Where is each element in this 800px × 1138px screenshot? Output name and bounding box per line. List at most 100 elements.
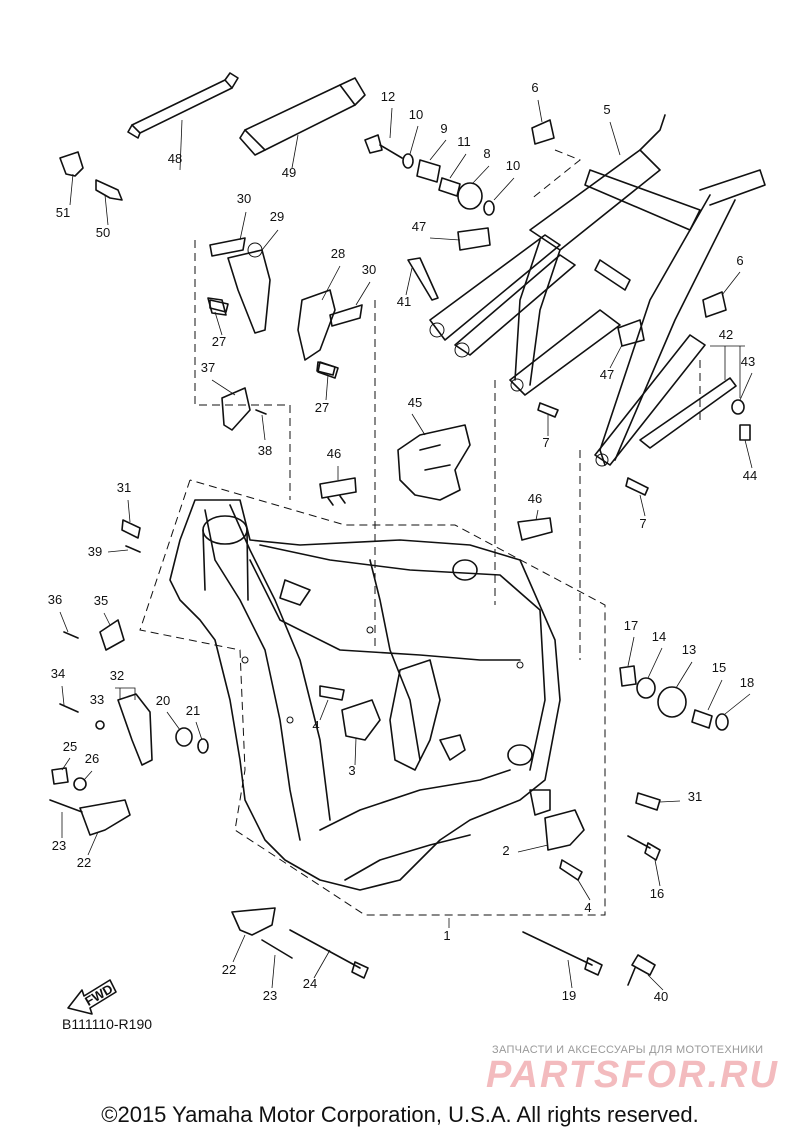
clamp-47a [457, 227, 491, 251]
collar-15 [691, 709, 713, 729]
bolt-7b [625, 477, 649, 496]
callout-numbers: 1234456677891010111213141516171819202122… [48, 80, 757, 1004]
diagram-reference-code: B111110-R190 [62, 1016, 153, 1032]
collar-11 [438, 177, 461, 197]
bolt-16 [627, 835, 661, 861]
callout-c5: 5 [603, 102, 610, 117]
nut-17 [619, 665, 637, 687]
bracket-22b [231, 907, 276, 936]
watermark-logo: PARTSFOR.RU [486, 1054, 779, 1096]
callout-c46a: 46 [327, 446, 341, 461]
callout-c13: 13 [682, 642, 696, 657]
callout-c30a: 30 [237, 191, 251, 206]
label-6a [531, 119, 555, 145]
callout-c41: 41 [397, 294, 411, 309]
callout-c3: 3 [348, 763, 355, 778]
bolt-27a [207, 297, 227, 316]
callout-c32: 32 [110, 668, 124, 683]
callout-c44: 44 [743, 468, 757, 483]
bolt-51 [59, 151, 84, 177]
collar-20 [175, 727, 193, 747]
callout-c1: 1 [443, 928, 450, 943]
callout-c49: 49 [282, 165, 296, 180]
callout-c36: 36 [48, 592, 62, 607]
bracket-2 [544, 809, 585, 851]
callout-c31b: 31 [688, 789, 702, 804]
bolt-4b [559, 859, 583, 881]
bolt-31a [121, 519, 141, 539]
callout-c14: 14 [652, 629, 666, 644]
bracket-29 [209, 237, 271, 334]
callout-c39: 39 [88, 544, 102, 559]
callout-c28: 28 [331, 246, 345, 261]
callout-c8: 8 [483, 146, 490, 161]
nut-43 [731, 399, 745, 415]
callout-c6b: 6 [736, 253, 743, 268]
bushing-8 [457, 182, 483, 210]
bolt-12 [364, 134, 403, 159]
clip-37 [221, 387, 267, 431]
callout-c26: 26 [85, 751, 99, 766]
callout-c17: 17 [624, 618, 638, 633]
washer-10a [402, 153, 414, 169]
bracket-35 [99, 619, 125, 651]
nut-33 [95, 720, 105, 730]
tool-socket [239, 77, 366, 156]
callout-c34: 34 [51, 666, 65, 681]
bolt-23b [261, 939, 293, 959]
callout-c27b: 27 [315, 400, 329, 415]
dashed-boundaries [139, 149, 701, 916]
callout-c45: 45 [408, 395, 422, 410]
bolt-31b [635, 792, 661, 811]
bolt-50 [95, 179, 123, 201]
watermark-subtitle: ЗАПЧАСТИ И АКСЕССУАРЫ ДЛЯ МОТОТЕХНИКИ [492, 1044, 764, 1056]
fwd-label: FWD [82, 981, 115, 1009]
callout-c48: 48 [168, 151, 182, 166]
callout-c29: 29 [270, 209, 284, 224]
bolt-23a [49, 799, 83, 813]
fwd-arrow-icon: FWD [67, 979, 117, 1015]
bolt-7a [537, 402, 559, 418]
callout-c43: 43 [741, 354, 755, 369]
callout-c16: 16 [650, 886, 664, 901]
rod-42 [639, 377, 737, 449]
label-6b [702, 291, 727, 318]
bolt-39 [125, 545, 141, 553]
callout-c47b: 47 [600, 367, 614, 382]
callout-c22b: 22 [222, 962, 236, 977]
washer-21 [197, 738, 209, 754]
callout-c11: 11 [457, 134, 471, 149]
callout-c4b: 4 [584, 900, 591, 915]
guard-45 [397, 424, 471, 501]
callout-c20: 20 [156, 693, 170, 708]
callout-c7b: 7 [639, 516, 646, 531]
callout-c35: 35 [94, 593, 108, 608]
callout-c23b: 23 [263, 988, 277, 1003]
washer-26 [73, 777, 87, 791]
bolt-34 [59, 703, 79, 713]
collar-14 [636, 677, 656, 699]
callout-c42: 42 [719, 327, 733, 342]
callout-c25: 25 [63, 739, 77, 754]
nut-25 [51, 767, 69, 785]
callout-c24: 24 [303, 976, 317, 991]
callout-c50: 50 [96, 225, 110, 240]
callout-c46b: 46 [528, 491, 542, 506]
copyright-notice: ©2015 Yamaha Motor Corporation, U.S.A. A… [101, 1102, 699, 1127]
callout-c2: 2 [502, 843, 509, 858]
main-frame [169, 499, 561, 891]
rear-subframe [429, 114, 766, 467]
callout-c7a: 7 [542, 435, 549, 450]
bracket-3 [341, 699, 381, 741]
callout-c30b: 30 [362, 262, 376, 277]
callout-c47a: 47 [412, 219, 426, 234]
callout-c31a: 31 [117, 480, 131, 495]
clip-41 [407, 257, 439, 301]
callout-c22a: 22 [77, 855, 91, 870]
callout-c40: 40 [654, 989, 668, 1004]
callout-c10a: 10 [409, 107, 423, 122]
bolt-4a [319, 685, 345, 701]
clamp-47b [617, 319, 645, 347]
bracket-28 [297, 289, 363, 376]
bolt-19 [522, 931, 603, 976]
